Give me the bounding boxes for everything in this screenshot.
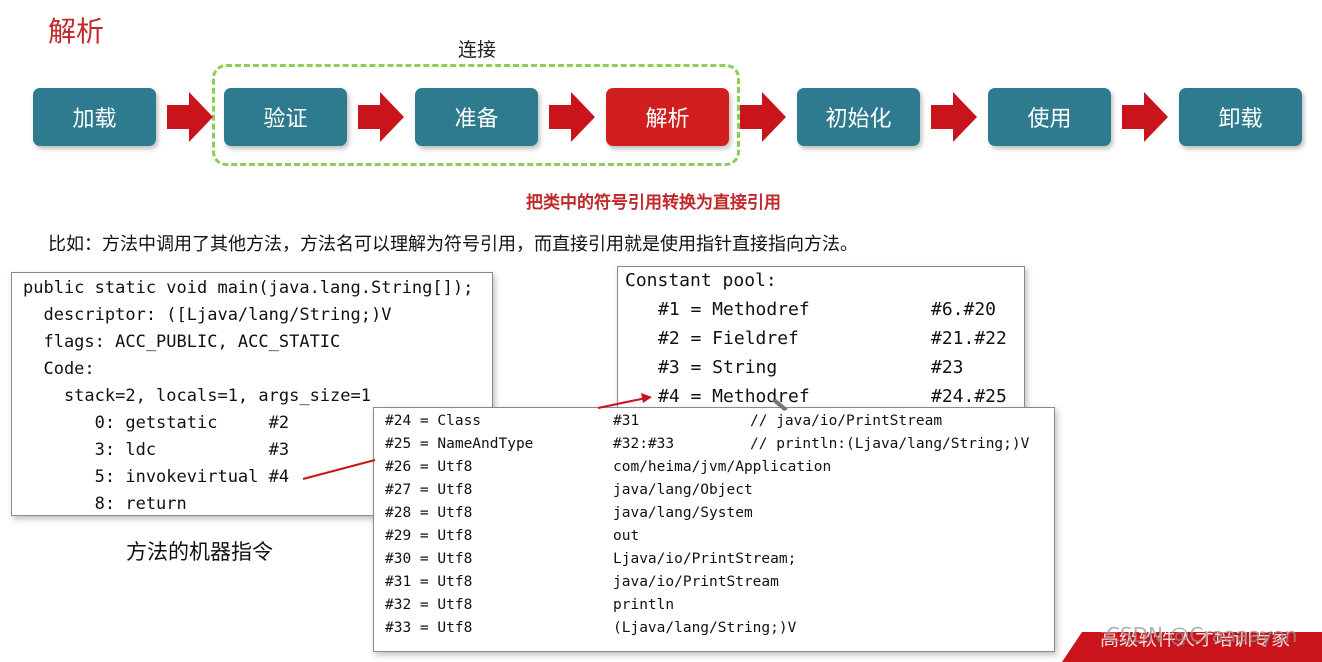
pool-entry: #3 = String [658, 357, 778, 378]
stage-load: 加载 [33, 88, 156, 146]
constant-pool-header: Constant pool: [625, 270, 777, 291]
pool-detail-row: #33 = Utf8 (Ljava/lang/String;)V [374, 620, 1054, 643]
pool-entry: #2 = Fieldref [658, 328, 799, 349]
pool-detail-value: #31 [613, 413, 640, 429]
link-group-label: 连接 [458, 39, 497, 61]
code-line: 8: return [23, 494, 187, 514]
arrow-right-icon [358, 92, 404, 142]
pool-detail-value: #32:#33 [613, 436, 675, 452]
pool-detail-value: java/lang/Object [613, 482, 753, 498]
pool-detail-value: com/heima/jvm/Application [613, 459, 832, 475]
arrow-right-icon [549, 92, 595, 142]
pool-detail-row: #28 = Utf8 java/lang/System [374, 505, 1054, 528]
code-line: 3: ldc #3 [23, 440, 290, 460]
pool-detail-value: println [613, 597, 675, 613]
stage-use: 使用 [988, 88, 1111, 146]
pool-detail-row: #25 = NameAndType #32:#33 // println:(Lj… [374, 436, 1054, 459]
pool-entry: #1 = Methodref [658, 299, 810, 320]
pool-detail-value: out [613, 528, 640, 544]
pool-detail-entry: #32 = Utf8 [385, 597, 473, 613]
pool-detail-value: java/lang/System [613, 505, 753, 521]
code-line: Code: [23, 359, 95, 379]
constant-pool-box: Constant pool: #1 = Methodref #6.#20 #2 … [617, 266, 1025, 416]
pool-detail-entry: #26 = Utf8 [385, 459, 473, 475]
code-line: descriptor: ([Ljava/lang/String;)V [23, 305, 392, 325]
arrow-right-icon [931, 92, 977, 142]
pool-detail-entry: #25 = NameAndType [385, 436, 534, 452]
pool-detail-value: java/io/PrintStream [613, 574, 779, 590]
code-line: flags: ACC_PUBLIC, ACC_STATIC [23, 332, 341, 352]
machine-instruction-caption: 方法的机器指令 [126, 540, 273, 564]
pool-entry-ref: #6.#20 [931, 299, 997, 320]
pool-entry-ref: #24.#25 [931, 386, 1007, 407]
pool-detail-entry: #28 = Utf8 [385, 505, 473, 521]
pool-entry: #4 = Methodref [658, 386, 810, 407]
stage-verify: 验证 [224, 88, 347, 146]
code-line: public static void main(java.lang.String… [23, 278, 474, 298]
stage-prepare: 准备 [415, 88, 538, 146]
pool-detail-row: #24 = Class #31 // java/io/PrintStream [374, 413, 1054, 436]
example-text: 比如：方法中调用了其他方法，方法名可以理解为符号引用，而直接引用就是使用指针直接… [48, 234, 858, 255]
pool-detail-row: #27 = Utf8 java/lang/Object [374, 482, 1054, 505]
code-line: stack=2, locals=1, args_size=1 [23, 386, 371, 406]
pool-detail-value: (Ljava/lang/String;)V [613, 620, 797, 636]
pool-detail-value: Ljava/io/PrintStream; [613, 551, 797, 567]
brand-banner-shape [1062, 632, 1322, 662]
link-group-outline [212, 64, 740, 166]
stage-resolve: 解析 [606, 88, 729, 146]
pool-entry-ref: #21.#22 [931, 328, 1007, 349]
pool-detail-row: #26 = Utf8 com/heima/jvm/Application [374, 459, 1054, 482]
pool-detail-entry: #30 = Utf8 [385, 551, 473, 567]
pool-detail-comment: // java/io/PrintStream [750, 413, 943, 429]
resolve-description: 把类中的符号引用转换为直接引用 [526, 193, 781, 213]
pool-detail-row: #30 = Utf8 Ljava/io/PrintStream; [374, 551, 1054, 574]
csdn-watermark: CSDN @Craaaayon [1106, 623, 1298, 647]
pool-detail-entry: #29 = Utf8 [385, 528, 473, 544]
arrow-right-icon [167, 92, 213, 142]
pool-detail-comment: // println:(Ljava/lang/String;)V [750, 436, 1030, 452]
arrow-right-icon [1122, 92, 1168, 142]
pool-detail-box: #24 = Class #31 // java/io/PrintStream #… [373, 407, 1055, 652]
stage-unload: 卸载 [1179, 88, 1302, 146]
pool-detail-row: #31 = Utf8 java/io/PrintStream [374, 574, 1054, 597]
pool-detail-entry: #24 = Class [385, 413, 482, 429]
code-line: 0: getstatic #2 [23, 413, 290, 433]
pool-detail-row: #32 = Utf8 println [374, 597, 1054, 620]
arrow-right-icon [740, 92, 786, 142]
stage-initialize: 初始化 [797, 88, 920, 146]
pool-entry-ref: #23 [931, 357, 964, 378]
pool-detail-entry: #27 = Utf8 [385, 482, 473, 498]
pool-detail-entry: #31 = Utf8 [385, 574, 473, 590]
brand-banner-text: 高级软件人才培训专家 [1100, 628, 1291, 650]
slide-title: 解析 [48, 15, 105, 48]
code-line: 5: invokevirtual #4 [23, 467, 290, 487]
pool-detail-row: #29 = Utf8 out [374, 528, 1054, 551]
pool-detail-entry: #33 = Utf8 [385, 620, 473, 636]
